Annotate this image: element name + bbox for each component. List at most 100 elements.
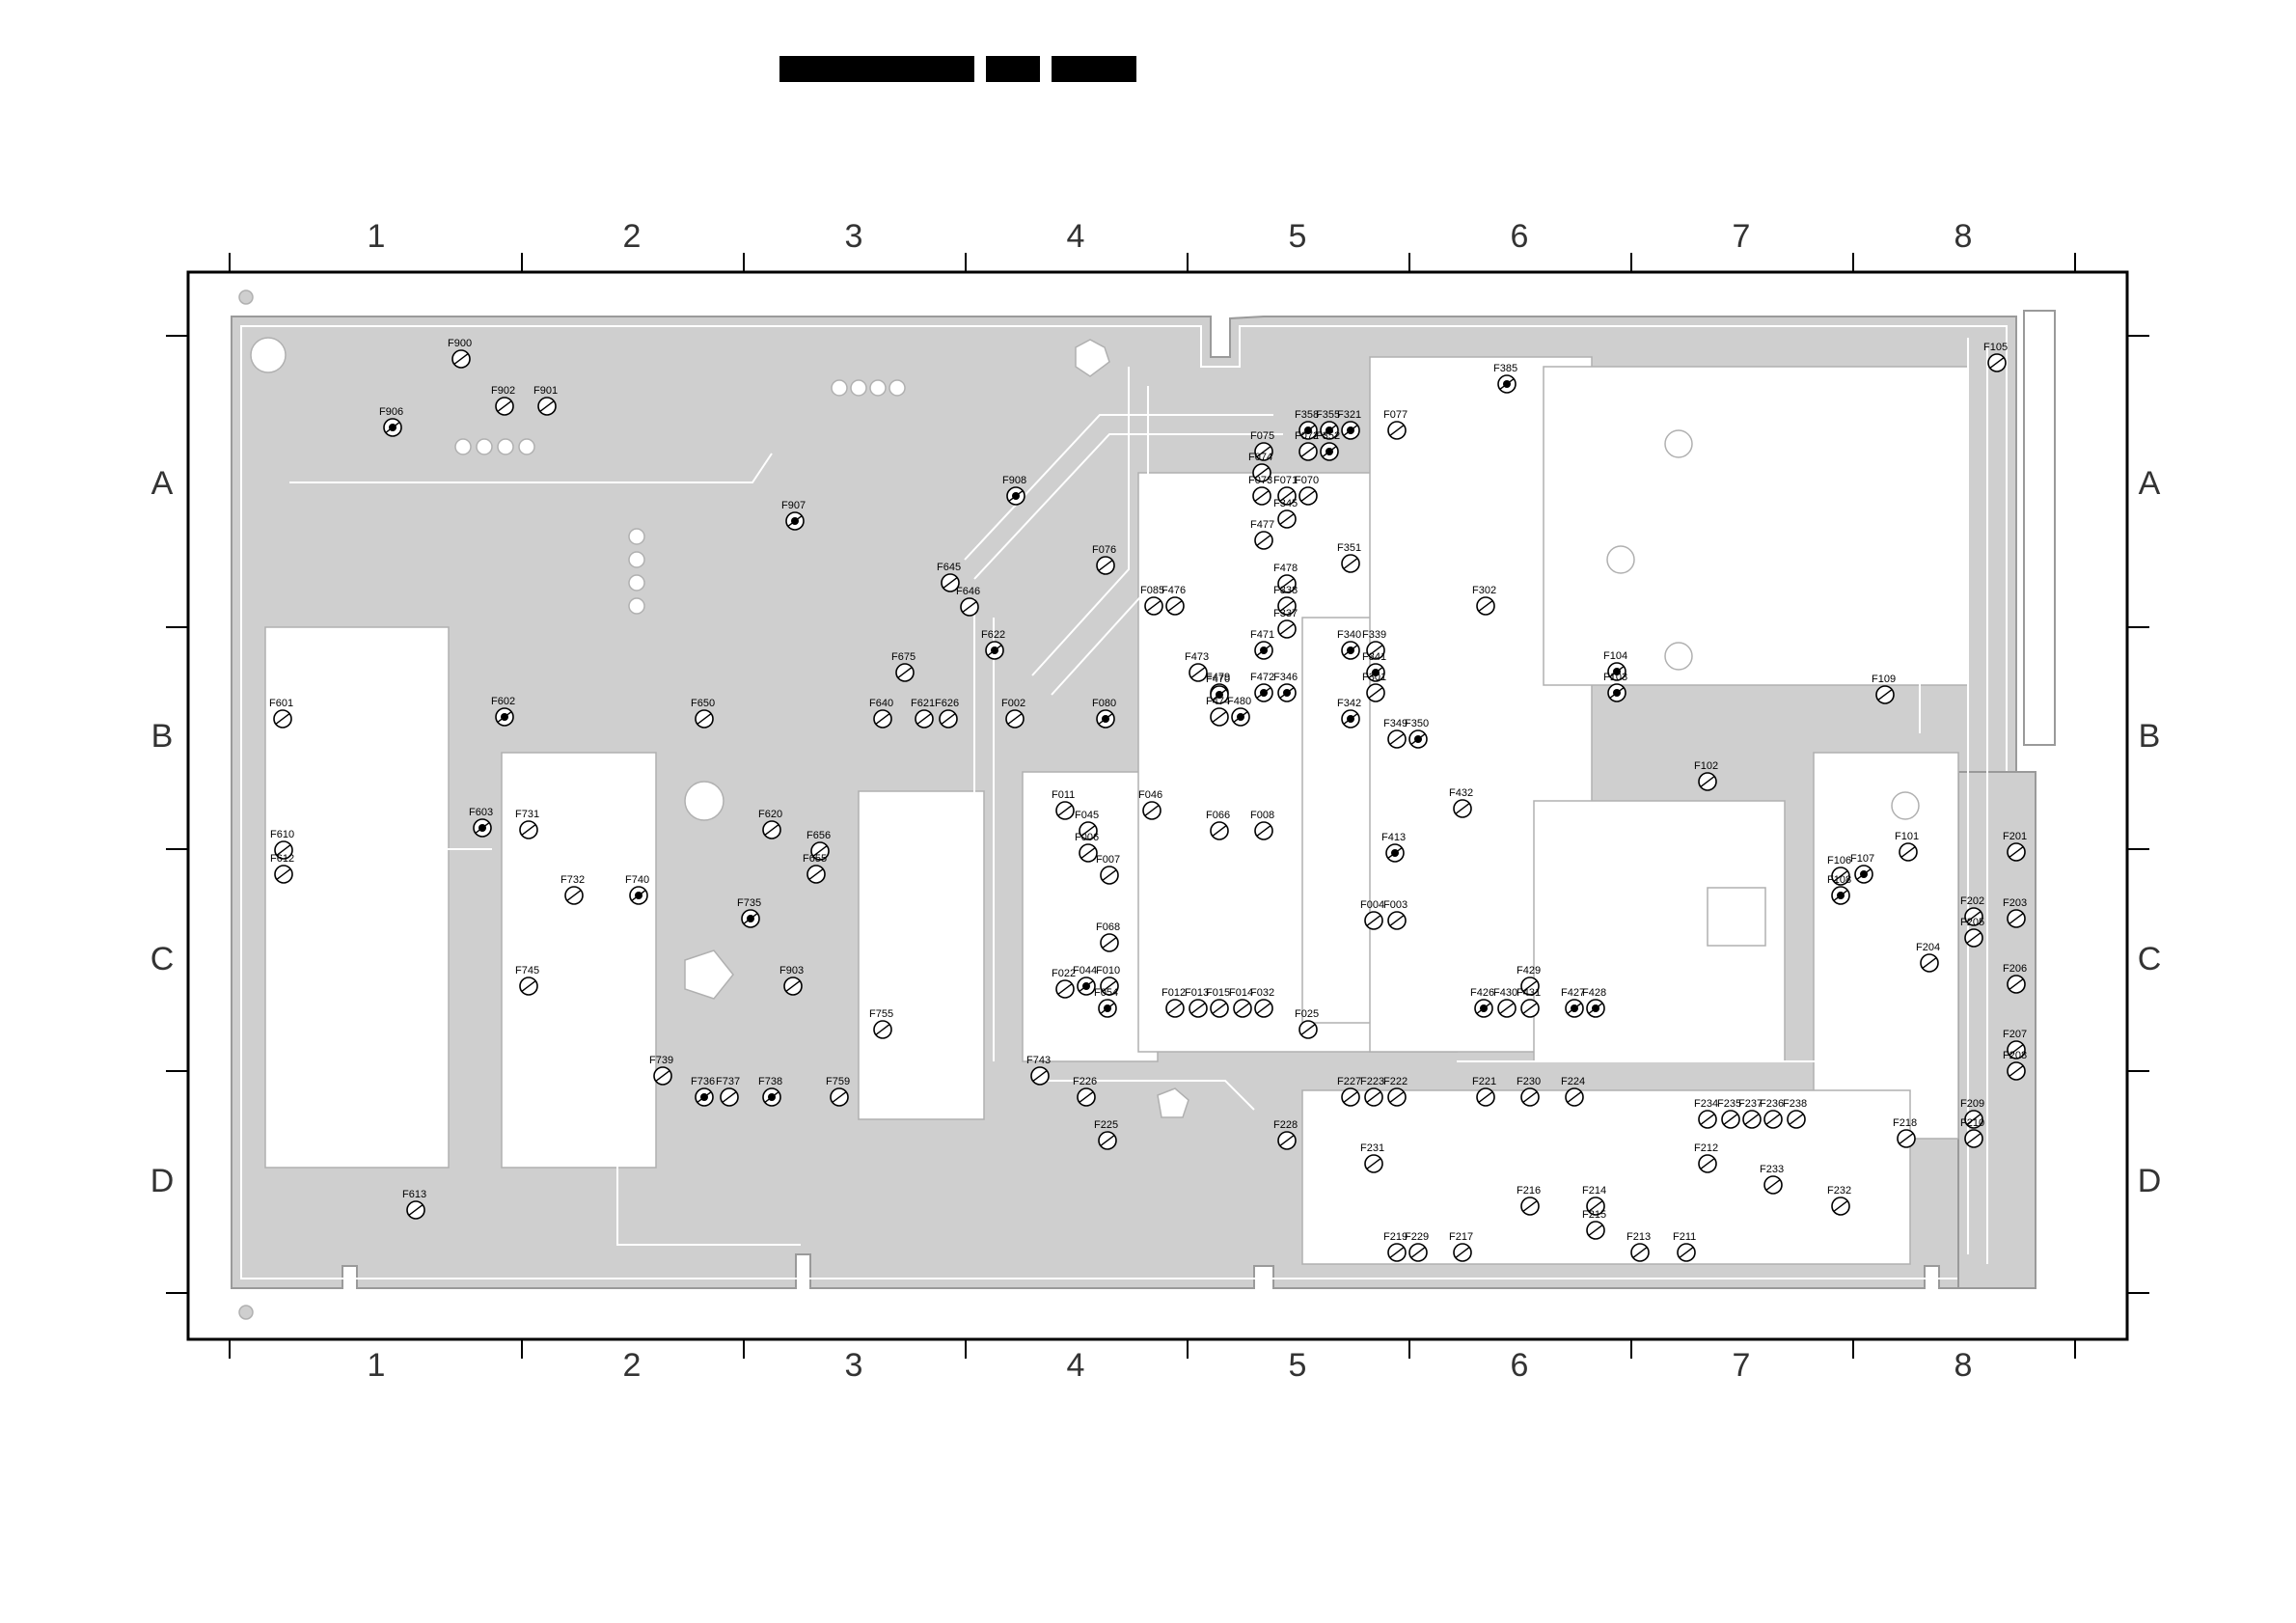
test-point[interactable]: F621 — [911, 698, 935, 729]
test-point[interactable]: F650 — [691, 698, 715, 729]
test-point[interactable]: F224 — [1561, 1076, 1585, 1107]
test-point[interactable]: F002 — [1001, 698, 1025, 729]
test-point[interactable]: F346 — [1273, 672, 1298, 702]
test-point[interactable]: F011 — [1052, 789, 1075, 820]
test-point[interactable]: F207 — [2003, 1029, 2027, 1059]
test-point[interactable]: F012 — [1162, 987, 1186, 1018]
test-point[interactable]: F237 — [1738, 1098, 1763, 1129]
test-point[interactable]: F230 — [1517, 1076, 1541, 1107]
test-point[interactable]: F740 — [625, 874, 649, 905]
test-point[interactable]: F234 — [1694, 1098, 1718, 1129]
test-point[interactable]: F385 — [1493, 363, 1517, 394]
test-point[interactable]: F209 — [1960, 1098, 1984, 1129]
test-point[interactable]: F755 — [869, 1008, 893, 1039]
test-point[interactable]: F068 — [1096, 922, 1120, 952]
test-point[interactable]: F341 — [1362, 651, 1386, 682]
test-point[interactable]: F073 — [1248, 475, 1272, 506]
test-point[interactable]: F107 — [1850, 853, 1874, 884]
test-point[interactable]: F108 — [1827, 874, 1851, 905]
test-point[interactable]: F743 — [1026, 1055, 1051, 1086]
test-point[interactable]: F640 — [869, 698, 893, 729]
test-point[interactable]: F345 — [1273, 498, 1298, 529]
test-point[interactable]: F217 — [1449, 1231, 1473, 1262]
test-point[interactable]: F626 — [935, 698, 959, 729]
test-point[interactable]: F003 — [1383, 899, 1408, 930]
test-point[interactable]: F656 — [806, 830, 831, 861]
test-point[interactable]: F471 — [1250, 629, 1274, 660]
test-point[interactable]: F480 — [1227, 696, 1251, 727]
test-point[interactable]: F007 — [1096, 854, 1120, 885]
test-point[interactable]: F013 — [1185, 987, 1209, 1018]
test-point[interactable]: F432 — [1449, 787, 1473, 818]
test-point[interactable]: F430 — [1493, 987, 1517, 1018]
test-point[interactable]: F222 — [1383, 1076, 1408, 1107]
test-point[interactable]: F238 — [1783, 1098, 1807, 1129]
test-point[interactable]: F732 — [560, 874, 585, 905]
test-point[interactable]: F229 — [1405, 1231, 1429, 1262]
test-point[interactable]: F231 — [1360, 1142, 1384, 1173]
test-point[interactable]: F612 — [270, 853, 294, 884]
test-point[interactable]: F413 — [1381, 832, 1406, 863]
test-point[interactable]: F010 — [1096, 965, 1120, 996]
test-point[interactable]: F737 — [716, 1076, 740, 1107]
test-point[interactable]: F476 — [1162, 585, 1186, 616]
test-point[interactable]: F203 — [2003, 897, 2027, 928]
test-point[interactable]: F205 — [1960, 917, 1984, 948]
test-point[interactable]: F620 — [758, 809, 782, 839]
test-point[interactable]: F219 — [1383, 1231, 1408, 1262]
test-point[interactable]: F903 — [779, 965, 804, 996]
test-point[interactable]: F076 — [1092, 544, 1116, 575]
test-point[interactable]: F736 — [691, 1076, 715, 1107]
test-point[interactable]: F431 — [1517, 987, 1541, 1018]
test-point[interactable]: F601 — [269, 698, 293, 729]
test-point[interactable]: F206 — [2003, 963, 2027, 994]
test-point[interactable]: F228 — [1273, 1119, 1298, 1150]
test-point[interactable]: F302 — [1472, 585, 1496, 616]
test-point[interactable]: F004 — [1360, 899, 1384, 930]
test-point[interactable]: F104 — [1603, 650, 1627, 681]
test-point[interactable]: F759 — [826, 1076, 850, 1107]
test-point[interactable]: F602 — [491, 696, 515, 727]
test-point[interactable]: F204 — [1916, 942, 1940, 973]
test-point[interactable]: F338 — [1273, 585, 1298, 616]
test-point[interactable]: F054 — [1094, 987, 1118, 1018]
test-point[interactable]: F675 — [891, 651, 916, 682]
test-point[interactable]: F352 — [1316, 430, 1340, 461]
test-point[interactable]: F015 — [1206, 987, 1230, 1018]
test-point[interactable]: F908 — [1002, 475, 1026, 506]
test-point[interactable]: F214 — [1582, 1185, 1606, 1216]
test-point[interactable]: F342 — [1337, 698, 1361, 729]
test-point[interactable]: F655 — [803, 853, 827, 884]
test-point[interactable]: F426 — [1470, 987, 1494, 1018]
test-point[interactable]: F221 — [1472, 1076, 1496, 1107]
test-point[interactable]: F478 — [1273, 563, 1298, 593]
test-point[interactable]: F045 — [1075, 810, 1099, 840]
test-point[interactable]: F046 — [1138, 789, 1162, 820]
test-point[interactable]: F301 — [1362, 672, 1386, 702]
test-point[interactable]: F223 — [1360, 1076, 1384, 1107]
test-point[interactable]: F070 — [1295, 475, 1319, 506]
test-point[interactable]: F032 — [1250, 987, 1274, 1018]
test-point[interactable]: F213 — [1626, 1231, 1651, 1262]
test-point[interactable]: F106 — [1827, 855, 1851, 886]
test-point[interactable]: F201 — [2003, 831, 2027, 862]
test-point[interactable]: F014 — [1229, 987, 1253, 1018]
test-point[interactable]: F225 — [1094, 1119, 1118, 1150]
test-point[interactable]: F622 — [981, 629, 1005, 660]
test-point[interactable]: F901 — [533, 385, 558, 416]
test-point[interactable]: F355 — [1316, 409, 1340, 440]
test-point[interactable]: F428 — [1582, 987, 1606, 1018]
test-point[interactable]: F738 — [758, 1076, 782, 1107]
test-point[interactable]: F210 — [1960, 1117, 1984, 1148]
test-point[interactable]: F900 — [448, 338, 472, 369]
test-point[interactable]: F233 — [1760, 1164, 1784, 1195]
test-point[interactable]: F477 — [1250, 519, 1274, 550]
test-point[interactable]: F427 — [1561, 987, 1585, 1018]
test-point[interactable]: F212 — [1694, 1142, 1718, 1173]
test-point[interactable]: F211 — [1673, 1231, 1696, 1262]
test-point[interactable]: F208 — [2003, 1050, 2027, 1081]
test-point[interactable]: F646 — [956, 586, 980, 617]
test-point[interactable]: F349 — [1383, 718, 1408, 749]
test-point[interactable]: F429 — [1517, 965, 1541, 996]
test-point[interactable]: F350 — [1405, 718, 1429, 749]
